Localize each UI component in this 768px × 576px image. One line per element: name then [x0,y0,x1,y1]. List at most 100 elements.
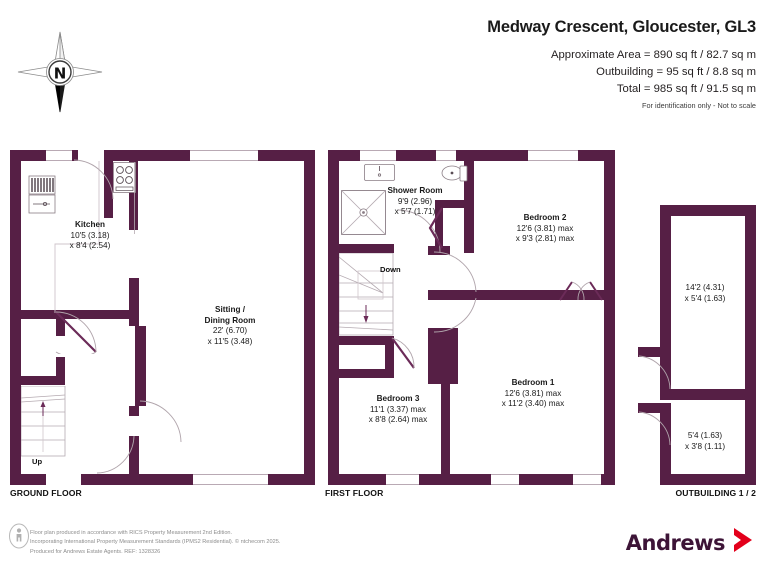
window [46,150,72,161]
wall [428,246,450,255]
radiator-icon [28,175,56,195]
window [193,474,268,485]
wall [396,150,436,161]
header: Medway Crescent, Gloucester, GL3 Approxi… [336,18,756,110]
wall [258,150,315,161]
brand-logo: Andrews [626,527,754,558]
wall [135,326,146,406]
window [573,474,601,485]
wall [638,347,671,357]
area-summary: Approximate Area = 890 sq ft / 82.7 sq m… [336,47,756,97]
wall [129,278,139,326]
outbuilding-plan: 14'2 (4.31) x 5'4 (1.63) 5'4 (1.63) x 3'… [638,205,758,485]
window [528,150,578,161]
kitchen-boundary [54,161,100,313]
disclaimer-text: For identification only - Not to scale [642,100,756,110]
footer-line: Produced for Andrews Estate Agents. REF:… [30,549,161,556]
page-title: Medway Crescent, Gloucester, GL3 [487,18,756,36]
stair-down-label: Down [380,265,401,274]
window [491,474,519,485]
wall [129,158,138,230]
wall [328,150,339,485]
wall [419,474,491,485]
wall [660,205,671,350]
wall [660,389,756,400]
door-understairs [55,311,97,354]
wall [104,150,113,218]
wall [385,244,394,253]
room-label-bedroom-2: Bedroom 2 12'6 (3.81) max x 9'3 (2.81) m… [515,213,575,243]
wall [339,369,394,378]
shower-tray-icon [341,190,386,235]
window [190,150,258,161]
wall [435,200,465,208]
window [436,150,456,161]
brand-name: Andrews [625,530,726,555]
basin-icon [364,164,395,181]
wall [81,474,133,485]
floor-caption-outbuilding: OUTBUILDING 1 / 2 [675,488,756,498]
wall [21,376,64,385]
room-label-shower-room: Shower Room 9'9 (2.96) x 5'7 (1.71) [387,186,443,216]
worktop-icon [134,162,135,234]
wall [441,328,450,474]
staircase-down-icon [339,253,394,336]
wall [56,357,65,385]
room-label-bedroom-3: Bedroom 3 11'1 (3.37) max x 8'8 (2.64) m… [368,394,428,424]
ground-floor-plan: Up [10,150,315,485]
door-bedroom1-landing [433,297,477,333]
area-line: Approximate Area = 890 sq ft / 82.7 sq m [550,48,756,61]
wall [129,436,139,474]
footer-legal-note: Floor plan produced in accordance with R… [30,529,370,558]
wall [456,150,528,161]
wall [328,150,360,161]
door-outbuilding-2 [638,411,671,446]
staircase-up-icon [21,386,66,457]
area-line: Total = 985 sq ft / 91.5 sq m [616,82,756,95]
first-floor-plan: Down [328,150,615,485]
toilet-icon [441,165,468,182]
wall [601,474,615,485]
window [386,474,419,485]
wardrobe-doors-icon [559,281,603,301]
room-label-sitting-dining: Sitting / Dining Room 22' (6.70) x 11'5 … [204,305,256,346]
wall [604,150,615,485]
room-label-outbuilding-1: 14'2 (4.31) x 5'4 (1.63) [684,283,726,303]
door-sitting-room [139,400,182,443]
chevron-right-icon [732,527,754,558]
wall [10,150,46,161]
compass-rose-icon: N [14,28,106,116]
wall [56,314,65,336]
door-bedroom2-landing [433,251,477,293]
door-wc [428,207,443,249]
footer-line: Floor plan produced in accordance with R… [30,529,233,536]
window [360,150,396,161]
door-hall-to-outside [96,435,135,474]
wall [268,474,315,485]
door-bedroom3 [391,337,415,369]
wall [129,406,139,416]
footer-line: Incorporating International Property Mea… [30,539,281,546]
wall [578,150,615,161]
wall [519,474,573,485]
room-label-bedroom-1: Bedroom 1 12'6 (3.81) max x 11'2 (3.40) … [501,378,565,408]
area-line: Outbuilding = 95 sq ft / 8.8 sq m [596,65,756,78]
wall [72,150,78,161]
room-label-kitchen: Kitchen 10'5 (3.18) x 8'4 (2.54) [69,220,111,250]
wall [660,474,756,485]
wall [428,290,560,300]
wall [133,474,193,485]
wall [104,150,190,161]
wall [638,403,671,413]
wall [21,310,139,319]
room-label-outbuilding-2: 5'4 (1.63) x 3'8 (1.11) [684,431,726,451]
wall [339,244,394,253]
wall [385,336,394,378]
wall [10,150,21,485]
wall [745,205,756,485]
wall [428,328,458,384]
hob-icon [113,162,136,193]
wall [660,413,671,475]
person-in-circle-icon [8,523,30,554]
